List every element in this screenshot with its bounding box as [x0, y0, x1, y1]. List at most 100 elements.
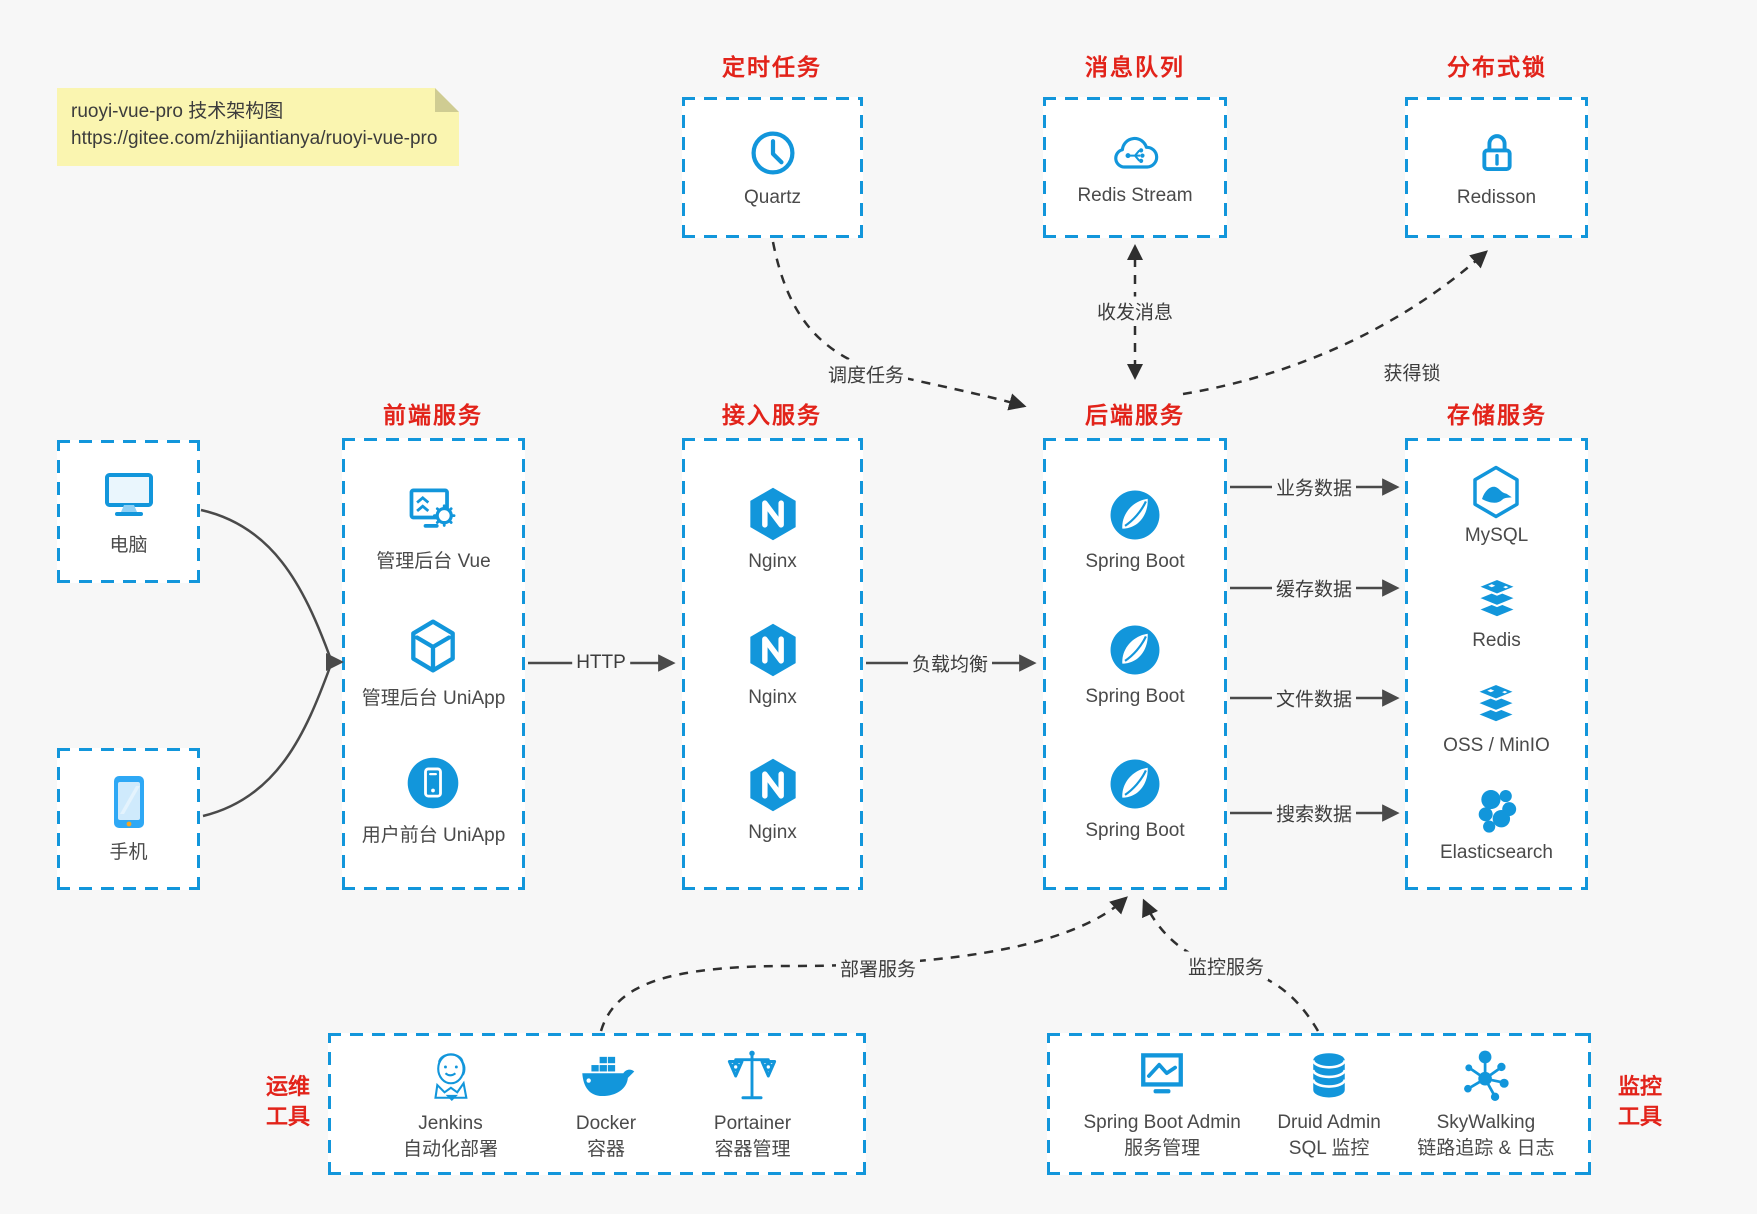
gateway-item-label: Nginx — [748, 821, 797, 843]
edge-label-messages: 收发消息 — [1092, 296, 1178, 326]
edge-label-cache-data: 缓存数据 — [1271, 573, 1357, 603]
nginx-icon — [749, 758, 796, 812]
devops-item-portainer: Portainer 容器管理 — [714, 1045, 791, 1163]
redisson-label: Redisson — [1456, 187, 1537, 208]
devops-item-jenkins: Jenkins 自动化部署 — [403, 1045, 498, 1163]
storage-item-redis: Redis — [1469, 573, 1525, 652]
cloud-stream-icon — [1114, 136, 1159, 169]
devops-item-labels: Portainer 容器管理 — [714, 1111, 791, 1163]
edge-phone-to-frontend — [202, 666, 332, 818]
nginx-icon — [749, 487, 796, 541]
gateway-box: Nginx Nginx Nginx — [682, 438, 863, 890]
redisson-box: Redisson — [1405, 97, 1588, 238]
nginx-icon — [749, 623, 796, 676]
sticky-note: ruoyi-vue-pro 技术架构图 https://gitee.com/zh… — [57, 88, 459, 166]
monitoring-item-druid: Druid Admin SQL 监控 — [1277, 1046, 1381, 1162]
edge-label-search-data: 搜索数据 — [1271, 798, 1357, 828]
gateway-item-label: Nginx — [748, 551, 797, 573]
heading-message-queue: 消息队列 — [1085, 54, 1185, 80]
spring-boot-icon — [1110, 759, 1160, 809]
database-icon — [1312, 1053, 1347, 1098]
edge-label-business-data: 业务数据 — [1271, 472, 1357, 502]
admin-monitor-icon — [1141, 1053, 1184, 1094]
quartz-item: Quartz — [744, 126, 801, 209]
edge-messages-up-arrowhead — [1127, 244, 1143, 260]
object-storage-icon — [1474, 682, 1519, 724]
edge-label-load-balance: 负载均衡 — [907, 648, 993, 678]
redis-stack-icon — [1474, 577, 1519, 619]
heading-storage: 存储服务 — [1447, 402, 1547, 428]
frontend-item-label: 管理后台 UniApp — [361, 688, 506, 709]
edge-label-http: HTTP — [572, 651, 630, 675]
spring-boot-icon — [1110, 625, 1160, 674]
admin-screen-gear-icon — [410, 488, 456, 528]
lock-icon — [1481, 134, 1512, 171]
monitoring-item-labels: SkyWalking 链路追踪 & 日志 — [1417, 1110, 1554, 1162]
edge-pc-to-frontend — [200, 508, 332, 658]
tool-desc: SQL 监控 — [1288, 1138, 1370, 1159]
frontend-item-admin-vue: 管理后台 Vue — [376, 481, 491, 573]
frontend-box: 管理后台 Vue 管理后台 UniApp 用户前台 UniApp — [342, 438, 525, 890]
storage-item-elasticsearch: Elasticsearch — [1440, 783, 1553, 864]
tool-desc: 自动化部署 — [402, 1139, 498, 1160]
tool-name: Portainer — [713, 1113, 792, 1134]
heading-distributed-lock: 分布式锁 — [1447, 54, 1547, 80]
backend-box: Spring Boot Spring Boot Spring Boot — [1043, 438, 1227, 890]
backend-item-spring-2: Spring Boot — [1085, 621, 1185, 708]
backend-item-spring-3: Spring Boot — [1085, 755, 1185, 842]
storage-box: MySQL Redis OSS / MinIO — [1405, 438, 1588, 890]
tool-name: Druid Admin — [1277, 1112, 1381, 1133]
frontend-item-admin-uniapp: 管理后台 UniApp — [361, 616, 506, 710]
devops-item-labels: Jenkins 自动化部署 — [403, 1111, 498, 1163]
tool-name: Spring Boot Admin — [1083, 1112, 1241, 1133]
devops-box: Jenkins 自动化部署 Docker 容器 — [328, 1033, 866, 1175]
quartz-label: Quartz — [743, 187, 802, 208]
devops-item-docker: Docker 容器 — [573, 1045, 639, 1163]
tool-desc: 容器 — [586, 1139, 625, 1160]
portainer-scales-icon — [728, 1050, 777, 1100]
tool-desc: 服务管理 — [1124, 1138, 1201, 1159]
frontend-item-user-uniapp: 用户前台 UniApp — [361, 753, 506, 847]
desktop-icon — [104, 472, 153, 516]
mobile-app-circle-icon — [408, 757, 459, 809]
pc-box: 电脑 — [57, 440, 200, 583]
note-url: https://gitee.com/zhijiantianya/ruoyi-vu… — [71, 128, 438, 149]
gateway-item-nginx-3: Nginx — [744, 755, 802, 844]
backend-item-label: Spring Boot — [1085, 685, 1185, 707]
edge-label-monitor: 监控服务 — [1183, 951, 1269, 981]
frontend-item-label: 管理后台 Vue — [376, 551, 491, 572]
monitoring-item-labels: Druid Admin SQL 监控 — [1277, 1110, 1381, 1162]
storage-item-label: Elasticsearch — [1440, 842, 1553, 863]
elasticsearch-icon — [1478, 789, 1516, 833]
redis-stream-item: Redis Stream — [1077, 128, 1193, 207]
phone-box: 手机 — [57, 748, 200, 890]
heading-scheduled-tasks: 定时任务 — [722, 54, 822, 80]
edge-label-schedule: 调度任务 — [823, 359, 909, 389]
frontend-item-label: 用户前台 UniApp — [361, 825, 506, 846]
heading-frontend: 前端服务 — [383, 402, 483, 428]
gateway-item-label: Nginx — [748, 686, 797, 708]
monitoring-box: Spring Boot Admin 服务管理 Druid Admin SQL 监… — [1047, 1033, 1591, 1175]
storage-item-oss-minio: OSS / MinIO — [1443, 678, 1550, 757]
monitoring-item-skywalking: SkyWalking 链路追踪 & 日志 — [1417, 1046, 1555, 1162]
devops-side-label: 运维 工具 — [265, 1074, 310, 1129]
backend-item-label: Spring Boot — [1085, 550, 1185, 572]
docker-icon — [582, 1056, 635, 1097]
edge-messages-down-arrowhead — [1127, 364, 1143, 380]
cube-icon — [411, 619, 456, 673]
monitoring-item-sba: Spring Boot Admin 服务管理 — [1083, 1046, 1241, 1162]
backend-item-spring-1: Spring Boot — [1085, 486, 1185, 573]
pc-label: 电脑 — [109, 534, 148, 556]
tool-desc: 容器管理 — [714, 1139, 791, 1160]
tool-name: SkyWalking — [1436, 1112, 1536, 1133]
note-title: ruoyi-vue-pro 技术架构图 — [71, 101, 284, 122]
edge-label-deploy: 部署服务 — [835, 953, 921, 983]
quartz-box: Quartz — [682, 97, 863, 238]
monitoring-item-labels: Spring Boot Admin 服务管理 — [1083, 1110, 1240, 1162]
storage-item-label: Redis — [1472, 630, 1521, 651]
phone-label: 手机 — [109, 842, 148, 863]
gateway-item-nginx-1: Nginx — [744, 484, 802, 573]
heading-gateway: 接入服务 — [722, 402, 822, 428]
edge-label-file-data: 文件数据 — [1271, 683, 1357, 713]
